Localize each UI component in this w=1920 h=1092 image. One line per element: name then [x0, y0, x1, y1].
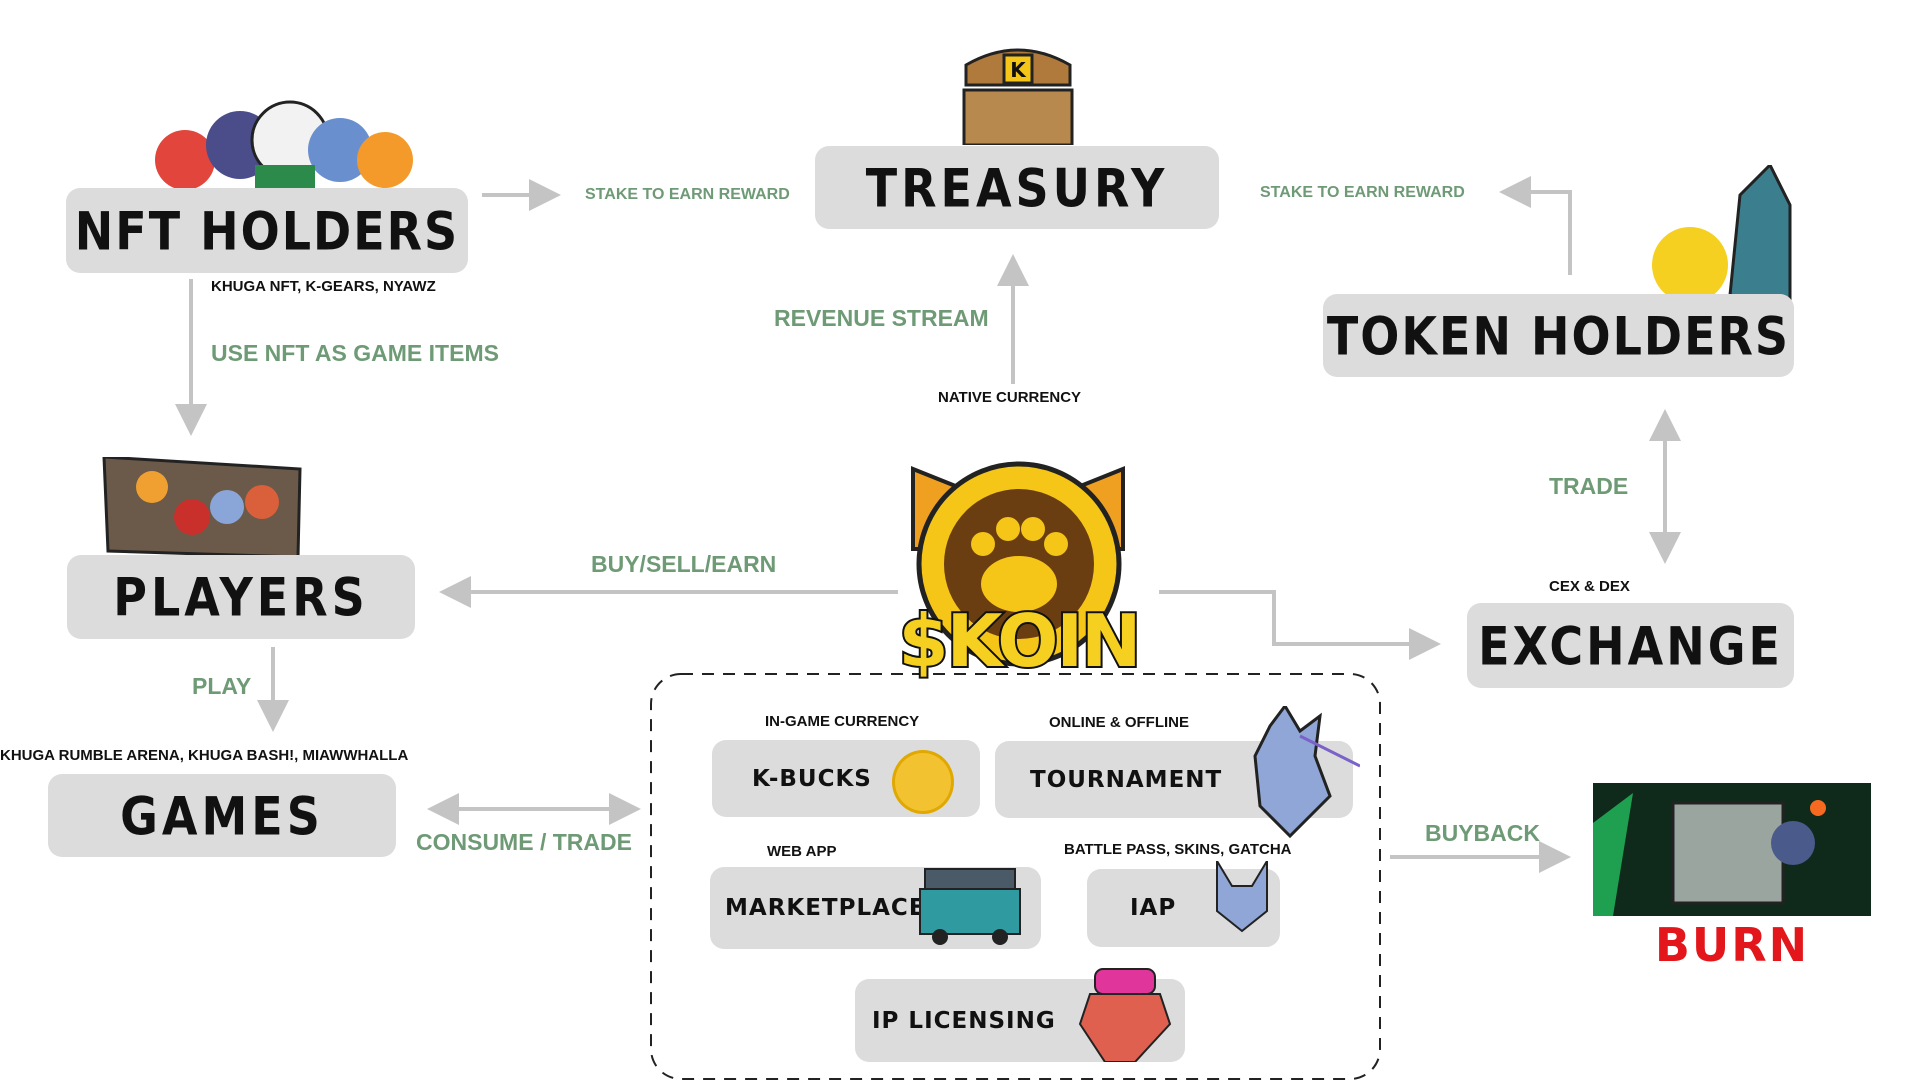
utilities-dashed-frame [650, 673, 1381, 1080]
label-revenue: REVENUE STREAM [774, 305, 989, 331]
utility-ip-licensing: IP LICENSING [855, 968, 1185, 1062]
arrow-stake-right [1499, 176, 1572, 275]
koin-token-logo: $KOIN [873, 449, 1165, 689]
label-trade: TRADE [1549, 473, 1629, 499]
treasury-chest-icon: K [962, 48, 1074, 145]
label-stake-left: STAKE TO EARN REWARD [585, 186, 790, 203]
caption-k-bucks: IN-GAME CURRENCY [765, 713, 920, 730]
note-games-list: KHUGA RUMBLE ARENA, KHUGA BASH!, MIAWWHA… [0, 747, 409, 764]
label-play: PLAY [192, 673, 252, 699]
utility-iap: IAP [1087, 861, 1280, 947]
nft-characters-illustration [155, 100, 413, 195]
note-cex-dex: CEX & DEX [1549, 578, 1630, 595]
node-treasury: TREASURY [815, 146, 1219, 229]
tournament-character-illustration [1253, 706, 1360, 839]
iap-character-illustration [1216, 861, 1268, 933]
node-exchange: EXCHANGE [1467, 603, 1794, 688]
utility-tournament: TOURNAMENT [995, 706, 1360, 839]
caption-marketplace: WEB APP [767, 843, 837, 860]
node-games: GAMES [48, 774, 396, 857]
ip-licensing-character-illustration [1078, 968, 1172, 1062]
label-buyback: BUYBACK [1425, 820, 1540, 846]
note-native-currency: NATIVE CURRENCY [938, 389, 1082, 406]
token-holder-character-illustration [1652, 165, 1792, 305]
utility-marketplace: MARKETPLACE [710, 867, 1041, 949]
arrow-to-exchange [1159, 590, 1441, 660]
label-use-nft: USE NFT AS GAME ITEMS [211, 340, 499, 366]
svg-text:K: K [1010, 58, 1027, 82]
node-players: PLAYERS [67, 555, 415, 639]
caption-tournament: ONLINE & OFFLINE [1049, 714, 1189, 731]
label-buy-sell-earn: BUY/SELL/EARN [591, 551, 777, 577]
k-bucks-coin-icon [892, 750, 954, 814]
node-nft-holders: NFT HOLDERS [66, 188, 468, 273]
players-scene-illustration [102, 457, 302, 557]
caption-iap: BATTLE PASS, SKINS, GATCHA [1064, 841, 1292, 858]
koin-coin-icon [911, 461, 1125, 667]
node-burn: BURN [1654, 918, 1810, 972]
note-nft-items: KHUGA NFT, K-GEARS, NYAWZ [211, 278, 436, 295]
node-token-holders: TOKEN HOLDERS [1323, 294, 1794, 377]
label-stake-right: STAKE TO EARN REWARD [1260, 184, 1465, 201]
koin-label: $KOIN [897, 597, 1144, 685]
burn-scene-illustration [1593, 783, 1871, 916]
label-consume-trade: CONSUME / TRADE [416, 829, 632, 855]
food-truck-icon [919, 868, 1021, 945]
utility-k-bucks: K-BUCKS [712, 740, 980, 817]
